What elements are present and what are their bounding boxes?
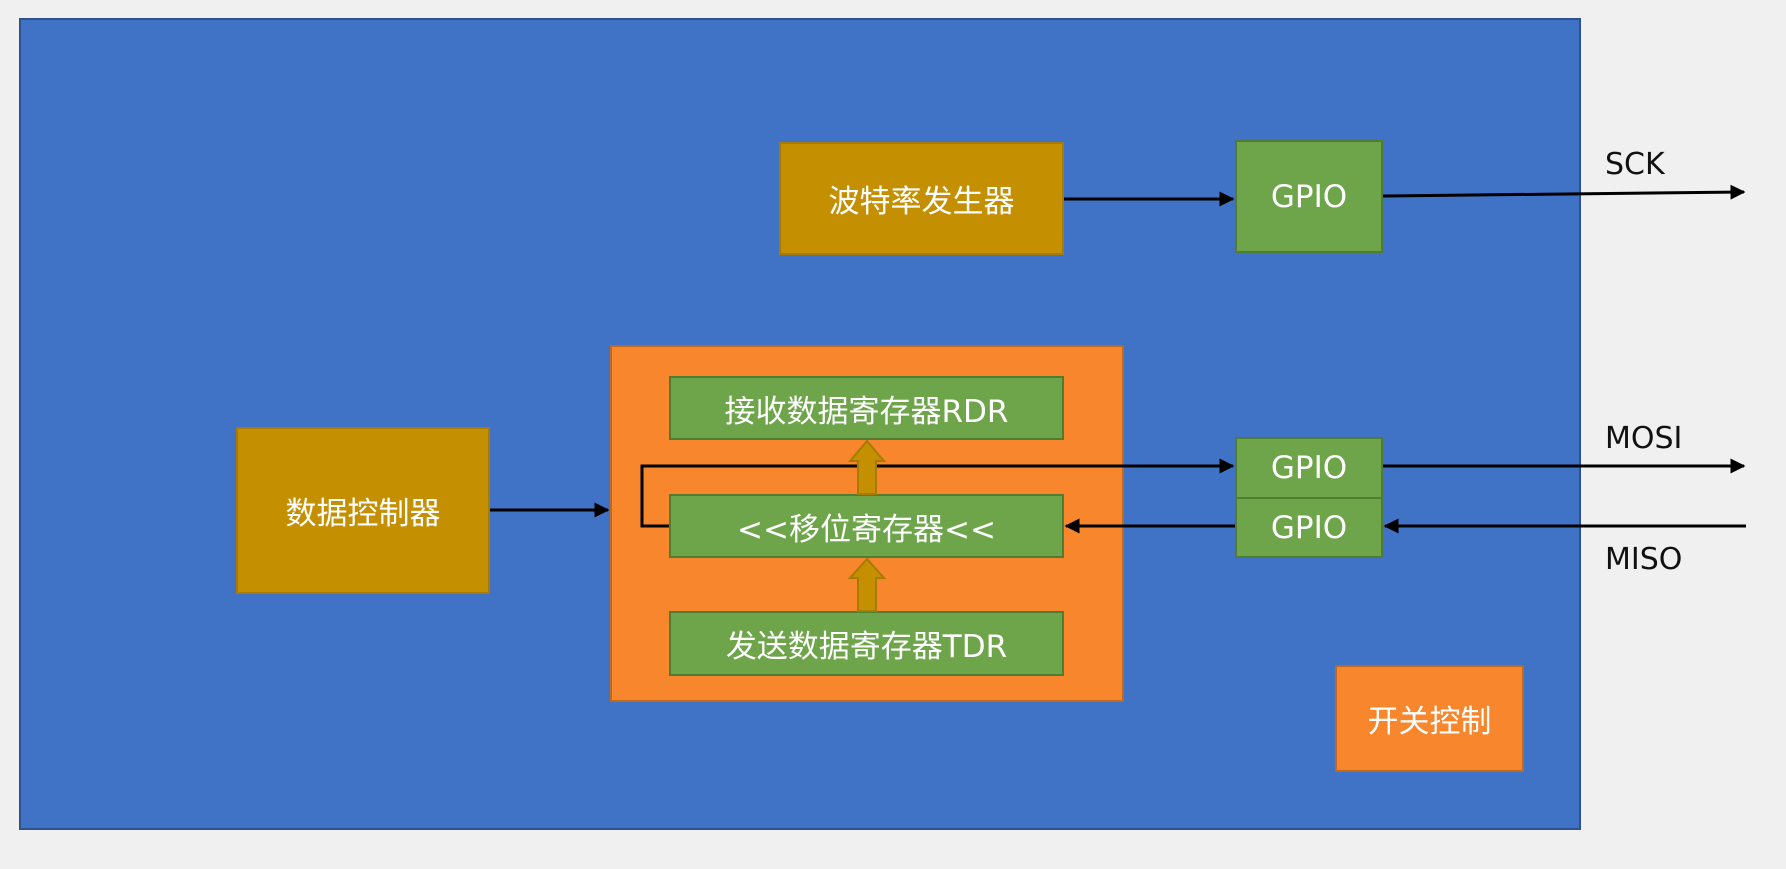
shift-register-label: <<移位寄存器<< bbox=[737, 511, 996, 548]
tdr-block: 发送数据寄存器TDR bbox=[669, 611, 1064, 676]
baud-rate-generator-label: 波特率发生器 bbox=[828, 184, 1015, 220]
gpio-mosi-label: GPIO bbox=[1270, 450, 1348, 486]
gpio-sck-block: GPIO bbox=[1235, 140, 1383, 253]
gpio-miso-label: GPIO bbox=[1270, 509, 1348, 546]
switch-control-label: 开关控制 bbox=[1367, 704, 1492, 740]
sck-signal-label: SCK bbox=[1605, 147, 1665, 182]
rdr-block: 接收数据寄存器RDR bbox=[669, 376, 1064, 440]
gpio-mosi-block: GPIO bbox=[1235, 437, 1383, 499]
mosi-signal-label: MOSI bbox=[1605, 421, 1683, 456]
gpio-miso-block: GPIO bbox=[1235, 497, 1383, 558]
rdr-label: 接收数据寄存器RDR bbox=[724, 393, 1009, 430]
miso-signal-label: MISO bbox=[1605, 542, 1683, 577]
data-controller-block: 数据控制器 bbox=[236, 427, 490, 594]
switch-control-block: 开关控制 bbox=[1335, 665, 1524, 772]
data-controller-label: 数据控制器 bbox=[285, 496, 441, 532]
baud-rate-generator-block: 波特率发生器 bbox=[779, 142, 1064, 255]
gpio-sck-label: GPIO bbox=[1270, 178, 1348, 215]
shift-register-block: <<移位寄存器<< bbox=[669, 494, 1064, 558]
tdr-label: 发送数据寄存器TDR bbox=[725, 629, 1008, 665]
